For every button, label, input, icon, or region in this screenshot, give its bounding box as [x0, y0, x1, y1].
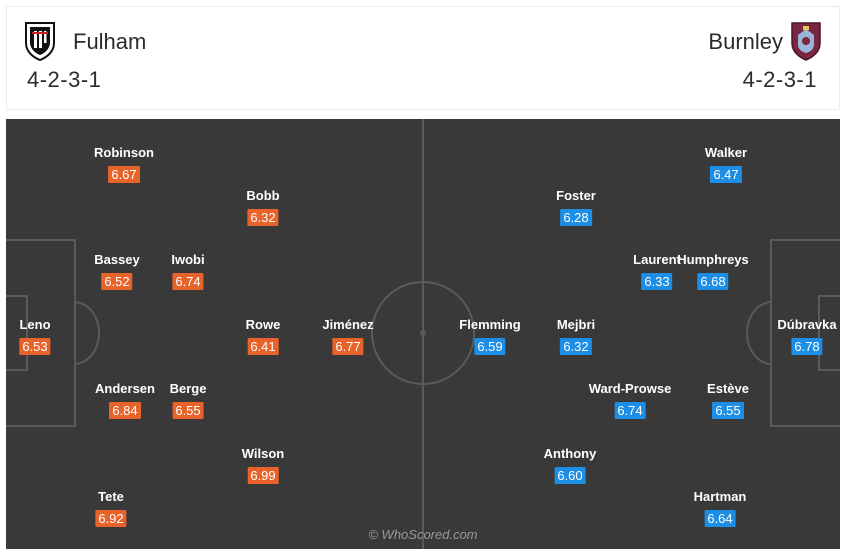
player-rating: 6.68 [697, 273, 729, 290]
player-humphreys[interactable]: Humphreys 6.68 [677, 252, 749, 291]
player-name: Anthony [543, 446, 597, 461]
player-rating: 6.67 [108, 166, 140, 183]
player-rating: 6.52 [101, 273, 133, 290]
player-tete[interactable]: Tete 6.92 [95, 489, 127, 528]
fulham-crest-icon [25, 22, 55, 61]
player-rating: 6.59 [474, 338, 506, 355]
player-name: Berge [169, 381, 207, 396]
player-rating: 6.99 [247, 467, 279, 484]
player-esteve[interactable]: Estève 6.55 [707, 381, 749, 420]
player-flemming[interactable]: Flemming 6.59 [459, 317, 521, 356]
player-name: Andersen [95, 381, 155, 396]
player-ward-prowse[interactable]: Ward-Prowse 6.74 [588, 381, 672, 420]
player-rating: 6.55 [172, 402, 204, 419]
player-rating: 6.53 [19, 338, 51, 355]
player-name: Estève [707, 381, 749, 396]
player-robinson[interactable]: Robinson 6.67 [94, 145, 154, 184]
player-laurent[interactable]: Laurent 6.33 [633, 252, 681, 291]
player-name: Flemming [459, 317, 521, 332]
player-rating: 6.64 [704, 510, 736, 527]
player-name: Foster [556, 188, 596, 203]
player-rating: 6.74 [614, 402, 646, 419]
player-rating: 6.60 [554, 467, 586, 484]
player-andersen[interactable]: Andersen 6.84 [95, 381, 155, 420]
player-name: Humphreys [677, 252, 749, 267]
player-name: Dúbravka [777, 317, 837, 332]
player-name: Ward-Prowse [588, 381, 672, 396]
player-name: Jiménez [322, 317, 374, 332]
player-rowe[interactable]: Rowe 6.41 [245, 317, 281, 356]
player-name: Hartman [693, 489, 747, 504]
burnley-crest-icon [791, 22, 821, 61]
player-name: Bobb [246, 188, 280, 203]
player-rating: 6.77 [332, 338, 364, 355]
match-header: Fulham 4-2-3-1 Burnley 4-2-3-1 [6, 6, 840, 110]
player-jimenez[interactable]: Jiménez 6.77 [322, 317, 374, 356]
player-rating: 6.33 [641, 273, 673, 290]
player-name: Tete [98, 489, 124, 504]
player-walker[interactable]: Walker 6.47 [705, 145, 747, 184]
player-rating: 6.32 [560, 338, 592, 355]
player-iwobi[interactable]: Iwobi 6.74 [171, 252, 205, 291]
player-rating: 6.47 [710, 166, 742, 183]
player-rating: 6.28 [560, 209, 592, 226]
player-rating: 6.78 [791, 338, 823, 355]
player-name: Walker [704, 145, 748, 160]
player-wilson[interactable]: Wilson 6.99 [241, 446, 285, 485]
pitch: Leno 6.53 Tete 6.92 Andersen 6.84 Bassey… [6, 119, 840, 549]
player-mejbri[interactable]: Mejbri 6.32 [557, 317, 595, 356]
home-goal-area [6, 295, 28, 371]
player-bobb[interactable]: Bobb 6.32 [246, 188, 280, 227]
home-team-name[interactable]: Fulham [73, 29, 147, 54]
away-goal-area [818, 295, 840, 371]
player-dubravka[interactable]: Dúbravka 6.78 [777, 317, 837, 356]
watermark: © WhoScored.com [368, 527, 478, 542]
player-name: Robinson [94, 145, 154, 160]
player-hartman[interactable]: Hartman 6.64 [693, 489, 747, 528]
player-foster[interactable]: Foster 6.28 [556, 188, 596, 227]
player-rating: 6.32 [247, 209, 279, 226]
away-team-name[interactable]: Burnley [708, 29, 783, 54]
player-name: Leno [19, 317, 51, 332]
player-rating: 6.74 [172, 273, 204, 290]
center-circle [371, 281, 475, 385]
player-name: Iwobi [171, 252, 205, 267]
player-name: Wilson [241, 446, 285, 461]
player-bassey[interactable]: Bassey 6.52 [94, 252, 140, 291]
player-anthony[interactable]: Anthony 6.60 [543, 446, 597, 485]
player-name: Laurent [633, 252, 681, 267]
player-rating: 6.92 [95, 510, 127, 527]
player-leno[interactable]: Leno 6.53 [19, 317, 51, 356]
away-formation: 4-2-3-1 [742, 67, 817, 92]
center-spot [420, 330, 426, 336]
player-rating: 6.84 [109, 402, 141, 419]
home-formation: 4-2-3-1 [27, 67, 102, 92]
player-name: Bassey [94, 252, 140, 267]
player-rating: 6.55 [712, 402, 744, 419]
player-name: Mejbri [556, 317, 596, 332]
player-berge[interactable]: Berge 6.55 [169, 381, 207, 420]
player-name: Rowe [245, 317, 281, 332]
player-rating: 6.41 [247, 338, 279, 355]
